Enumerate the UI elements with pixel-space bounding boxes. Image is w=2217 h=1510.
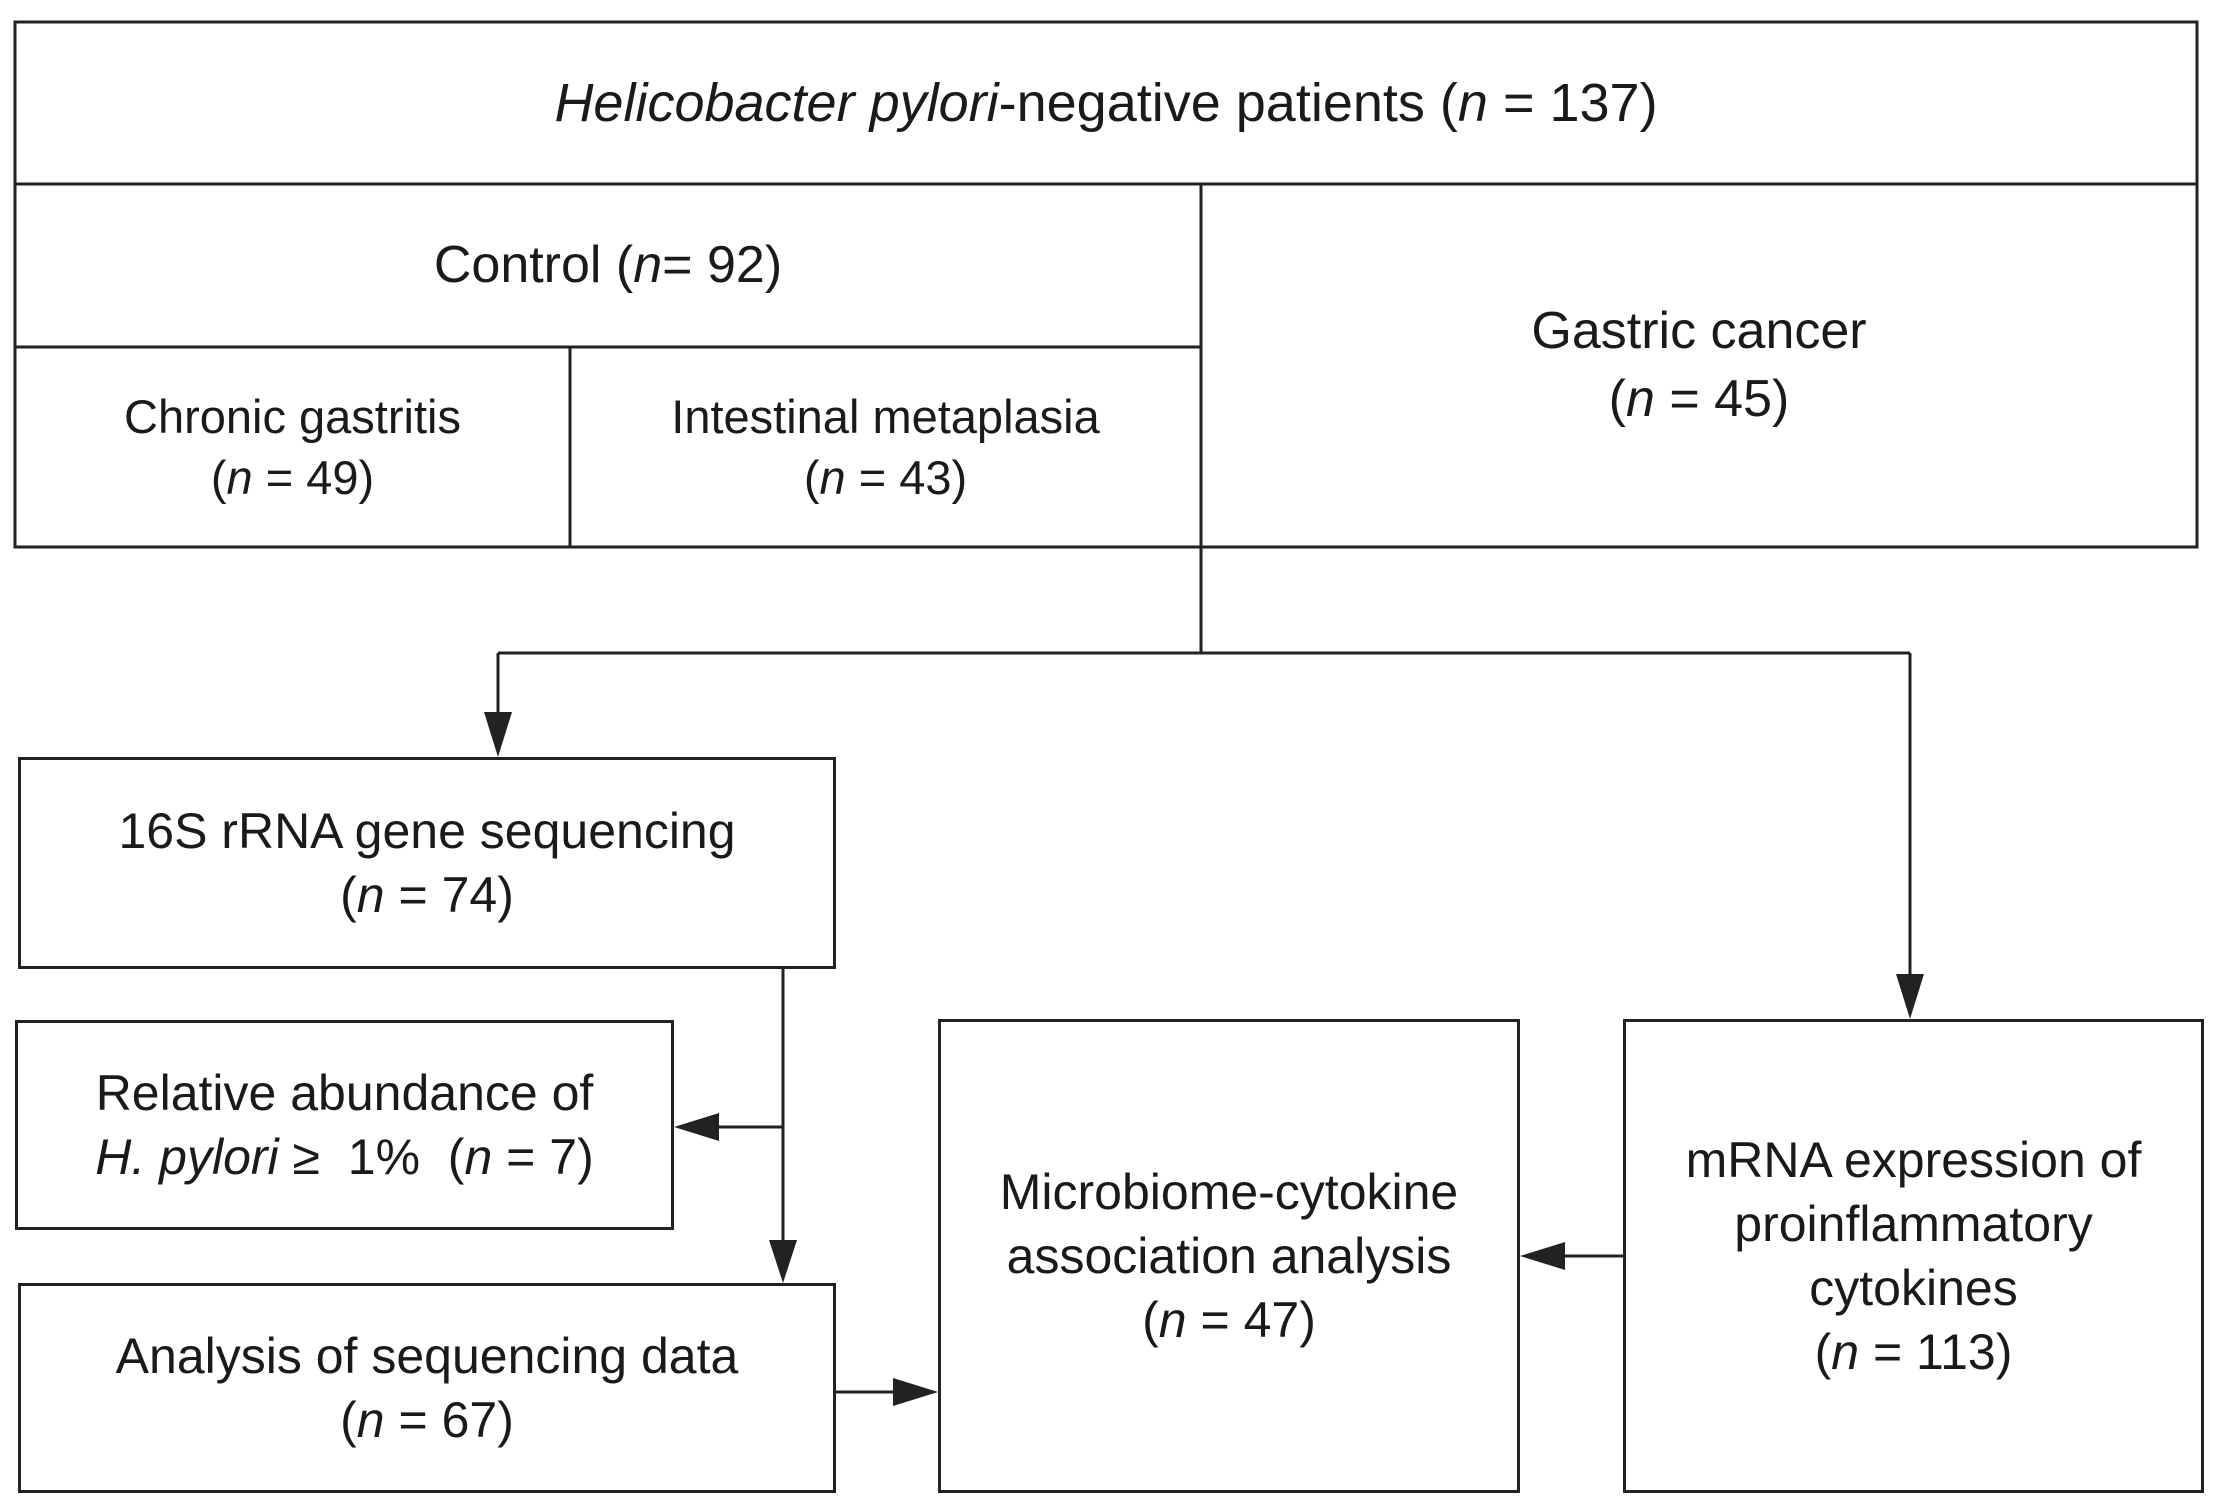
control-text: Control (n= 92) bbox=[434, 232, 782, 300]
sequencing-count: (n = 74) bbox=[340, 867, 514, 923]
arrowhead-sequencing bbox=[484, 712, 512, 757]
relative-abundance-count: H. pylori ≥ 1% (n = 7) bbox=[95, 1129, 594, 1185]
control-n-symbol: n bbox=[633, 235, 663, 294]
mrna-count: (n = 113) bbox=[1814, 1324, 2013, 1380]
mrna-line2: proinflammatory bbox=[1734, 1196, 2093, 1252]
arrowhead-mrna bbox=[1896, 974, 1924, 1019]
relative-abundance-label: Relative abundance of bbox=[95, 1065, 594, 1121]
analysis-count: (n = 67) bbox=[340, 1392, 514, 1448]
control-label: Control ( bbox=[433, 235, 634, 294]
gastric-cancer-cell: Gastric cancer (n = 45) bbox=[1201, 184, 2197, 547]
chronic-gastritis-cell: Chronic gastritis (n = 49) bbox=[15, 347, 570, 547]
intestinal-metaplasia-count: (n = 43) bbox=[803, 451, 968, 504]
arrowhead-association-right bbox=[1520, 1242, 1565, 1270]
intestinal-metaplasia-cell: Intestinal metaplasia (n = 43) bbox=[570, 347, 1201, 547]
gastric-cancer-label: Gastric cancer bbox=[1531, 301, 1867, 360]
chronic-gastritis-label: Chronic gastritis bbox=[124, 389, 461, 443]
header-organism: Helicobacter pylori bbox=[554, 72, 999, 133]
gastric-cancer-count: (n = 45) bbox=[1608, 369, 1790, 428]
relative-abundance-box: Relative abundance of H. pylori ≥ 1% (n … bbox=[15, 1020, 674, 1230]
association-count: (n = 47) bbox=[1142, 1292, 1316, 1348]
intestinal-metaplasia-label: Intestinal metaplasia bbox=[671, 389, 1100, 443]
header-text: Helicobacter pylori-negative patients (n… bbox=[554, 68, 1657, 138]
patients-table-frame bbox=[13, 20, 2199, 549]
association-box: Microbiome-cytokine association analysis… bbox=[938, 1019, 1520, 1493]
sequencing-box: 16S rRNA gene sequencing (n = 74) bbox=[18, 757, 836, 969]
sequencing-label: 16S rRNA gene sequencing bbox=[118, 803, 736, 859]
header-n-value: = 137) bbox=[1487, 72, 1658, 133]
header-cell: Helicobacter pylori-negative patients (n… bbox=[15, 22, 2197, 184]
association-line1: Microbiome-cytokine bbox=[999, 1164, 1459, 1220]
analysis-label: Analysis of sequencing data bbox=[115, 1328, 739, 1384]
mrna-line1: mRNA expression of bbox=[1685, 1132, 2142, 1188]
arrowhead-association-left bbox=[893, 1378, 938, 1406]
arrowhead-analysis bbox=[769, 1240, 797, 1283]
mrna-box: mRNA expression of proinflammatory cytok… bbox=[1623, 1019, 2204, 1493]
header-n-symbol: n bbox=[1457, 72, 1488, 133]
control-cell: Control (n= 92) bbox=[15, 184, 1201, 347]
analysis-box: Analysis of sequencing data (n = 67) bbox=[18, 1283, 836, 1493]
control-n-value: = 92) bbox=[662, 235, 783, 294]
header-label: -negative patients ( bbox=[998, 72, 1458, 133]
arrowhead-abundance bbox=[674, 1113, 719, 1141]
mrna-line3: cytokines bbox=[1809, 1260, 2018, 1316]
association-line2: association analysis bbox=[1006, 1228, 1452, 1284]
chronic-gastritis-count: (n = 49) bbox=[210, 451, 375, 504]
